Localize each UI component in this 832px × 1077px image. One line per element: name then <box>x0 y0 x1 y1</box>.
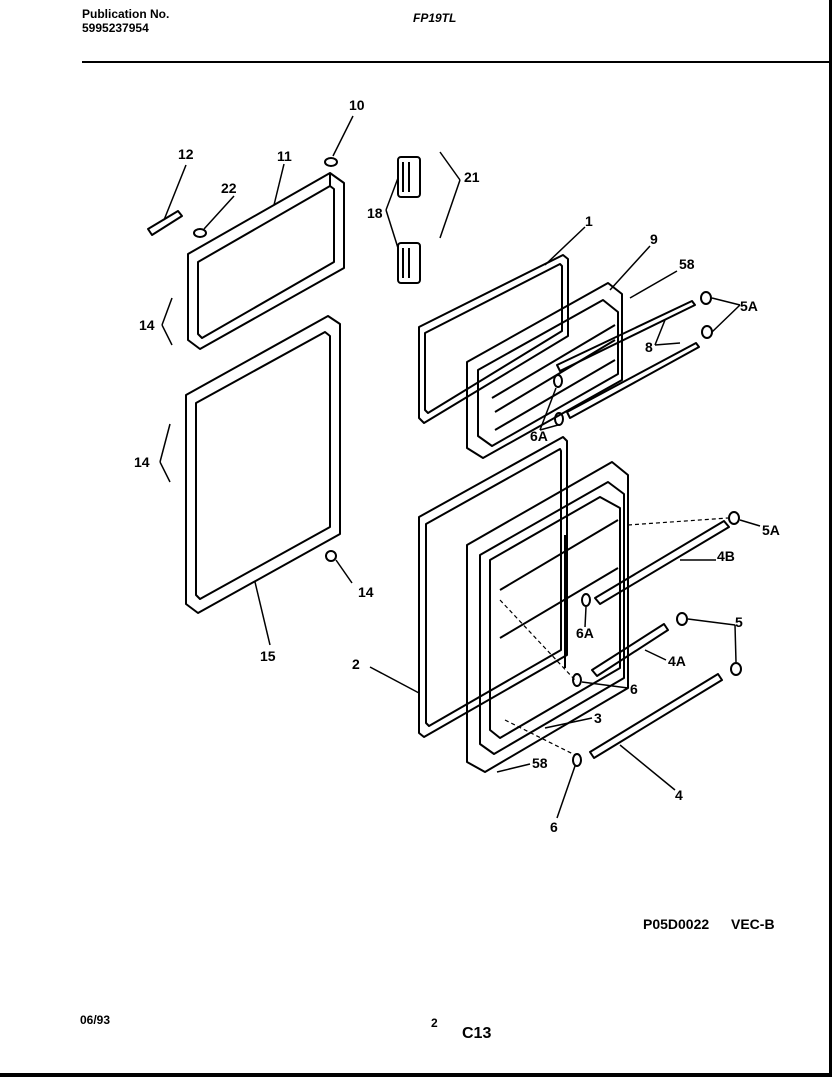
part-3-fresh-food-liner <box>466 461 629 773</box>
part-8-freezer-shelf <box>556 300 700 419</box>
callout-9: 9 <box>650 231 658 247</box>
callout-4A: 4A <box>668 653 686 669</box>
part-22-plug <box>193 228 207 238</box>
callout-3: 3 <box>594 710 602 726</box>
header-rule <box>82 61 832 63</box>
callout-15: 15 <box>260 648 276 664</box>
callout-10: 10 <box>349 97 365 113</box>
drawing-code: P05D0022 <box>643 916 710 932</box>
callout-11: 11 <box>277 148 292 164</box>
callout-14-bottom: 14 <box>358 584 374 600</box>
print-date: 06/93 <box>80 1013 111 1027</box>
part-4A-door-rack <box>591 623 669 677</box>
callout-6-bottom: 6 <box>550 819 558 835</box>
part-9-freezer-liner <box>466 282 623 459</box>
callout-12: 12 <box>178 146 194 162</box>
callout-22: 22 <box>221 180 237 196</box>
page-number: 2 <box>431 1016 438 1030</box>
publication-number: 5995237954 <box>82 21 149 35</box>
part-11-freezer-door <box>187 172 345 350</box>
model-number: FP19TL <box>413 11 457 25</box>
page-edge-bottom <box>0 1073 832 1077</box>
callout-5: 5 <box>735 614 743 630</box>
part-10-plug <box>324 157 338 167</box>
part-15-fresh-food-door <box>185 315 341 614</box>
publication-label: Publication No. <box>82 7 170 21</box>
drawing-suffix: VEC-B <box>731 916 775 932</box>
callout-4: 4 <box>675 787 683 803</box>
leader-lines <box>159 115 761 819</box>
callout-14-mid: 14 <box>134 454 150 470</box>
callout-4B: 4B <box>717 548 735 564</box>
dashed-alignment-lines <box>499 517 729 756</box>
section-code: C13 <box>462 1025 492 1042</box>
callout-1: 1 <box>585 213 593 229</box>
callout-58-bottom: 58 <box>532 755 548 771</box>
part-4B-door-rack <box>594 520 730 605</box>
callout-14-top: 14 <box>139 317 155 333</box>
part-18-hinge-cover <box>397 156 421 284</box>
callout-6A-mid: 6A <box>576 625 594 641</box>
part-fasteners <box>325 291 742 767</box>
callout-5A-mid: 5A <box>762 522 780 538</box>
callout-2: 2 <box>352 656 360 672</box>
part-1-freezer-gasket <box>418 254 569 424</box>
part-2-fresh-food-gasket <box>418 436 568 738</box>
callout-21: 21 <box>464 169 480 185</box>
page-edge-right <box>829 0 832 1077</box>
callout-6-mid: 6 <box>630 681 638 697</box>
callout-5A-top: 5A <box>740 298 758 314</box>
callout-18: 18 <box>367 205 383 221</box>
callout-8: 8 <box>645 339 653 355</box>
callout-58-top: 58 <box>679 256 695 272</box>
callout-6A-top: 6A <box>530 428 548 444</box>
part-12-trim <box>147 210 183 236</box>
part-4-door-rack <box>589 673 723 759</box>
